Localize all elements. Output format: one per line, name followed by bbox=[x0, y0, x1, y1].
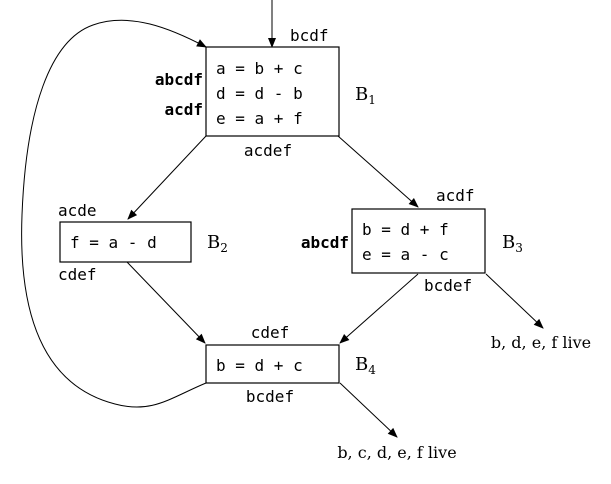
b3-line-1: b = d + f bbox=[362, 220, 449, 239]
block-b4: b = d + c cdef bcdef B4 bbox=[205, 323, 376, 406]
b1-name: B1 bbox=[355, 84, 376, 107]
edge-b2-b4 bbox=[126, 261, 206, 344]
b4-in-label: cdef bbox=[251, 323, 290, 342]
b1-in-label: bcdf bbox=[290, 26, 329, 45]
b2-out-label: cdef bbox=[58, 265, 97, 284]
b4-out-label: bcdef bbox=[246, 387, 294, 406]
block-b1-box bbox=[205, 46, 340, 137]
b1-line-1: a = b + c bbox=[216, 59, 303, 78]
edge-b3-b4 bbox=[339, 273, 419, 344]
b3-line-2: e = a - c bbox=[362, 245, 449, 264]
block-b1: a = b + c d = d - b e = a + f bcdf abcdf… bbox=[155, 26, 376, 160]
b3-name: B3 bbox=[502, 232, 523, 255]
b3-exit-label: b, d, e, f live bbox=[491, 333, 591, 352]
b2-name: B2 bbox=[207, 232, 228, 255]
edge-b1-b2 bbox=[127, 135, 207, 220]
b2-in-label: acde bbox=[58, 201, 97, 220]
b2-line-1: f = a - d bbox=[70, 233, 157, 252]
block-b3-box bbox=[351, 208, 486, 274]
block-b4-box bbox=[205, 344, 340, 384]
edge-b3-exit bbox=[485, 273, 544, 329]
b1-side-label-2: acdf bbox=[164, 100, 203, 119]
block-b3: b = d + f e = a - c acdf abcdf bcdef B3 bbox=[301, 186, 523, 295]
b3-out-label: bcdef bbox=[424, 276, 472, 295]
b4-exit-label: b, c, d, e, f live bbox=[337, 443, 456, 462]
b3-in-label: acdf bbox=[436, 186, 475, 205]
block-b2: f = a - d acde cdef B2 bbox=[58, 201, 228, 284]
b1-out-label: acdef bbox=[244, 141, 292, 160]
b3-side-label: abcdf bbox=[301, 233, 349, 252]
b4-name: B4 bbox=[355, 354, 376, 377]
edge-b4-b1-loop bbox=[21, 19, 207, 408]
block-b2-box bbox=[59, 221, 192, 263]
b1-side-label-1: abcdf bbox=[155, 70, 203, 89]
edge-b4-exit bbox=[339, 382, 398, 438]
b1-line-2: d = d - b bbox=[216, 84, 303, 103]
edge-b1-b3 bbox=[337, 135, 419, 208]
b1-line-3: e = a + f bbox=[216, 109, 303, 128]
b4-line-1: b = d + c bbox=[216, 356, 303, 375]
